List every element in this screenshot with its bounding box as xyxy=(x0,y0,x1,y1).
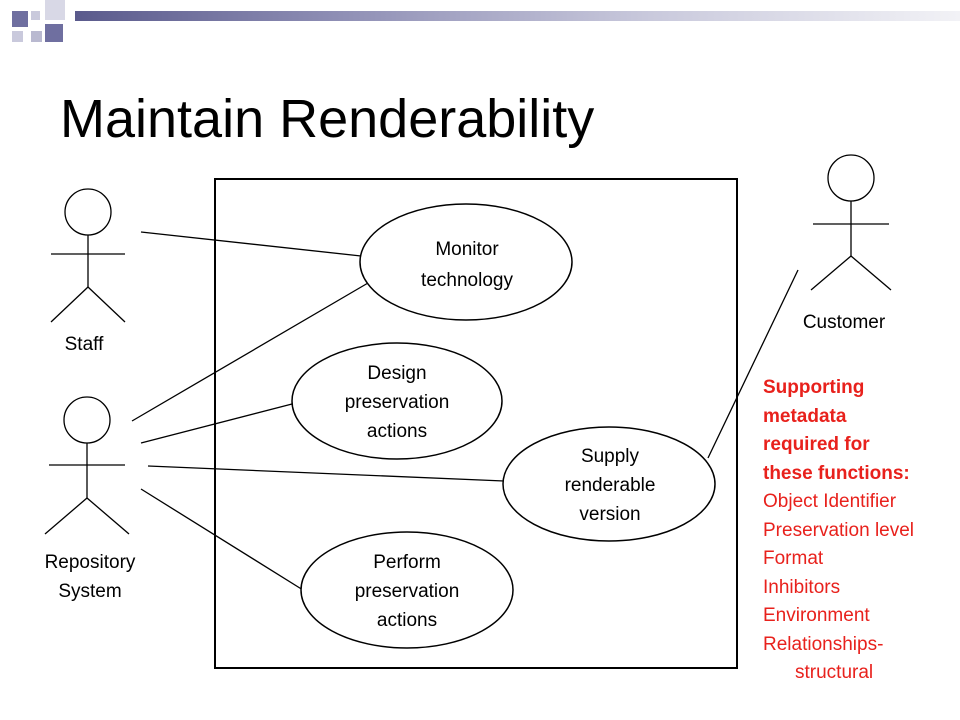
actor-staff-figure xyxy=(50,188,126,323)
use-case-design-line2: preservation xyxy=(345,392,450,413)
use-case-design-line1: Design xyxy=(367,363,426,384)
use-case-perform-line2: preservation xyxy=(355,581,460,602)
line-repo-perform xyxy=(140,488,304,591)
notes-item-preservation-level: Preservation level xyxy=(763,519,915,541)
notes-item-object-identifier: Object Identifier xyxy=(763,491,897,512)
use-case-design: Design preservation actions xyxy=(291,342,503,460)
association-lines xyxy=(131,231,799,591)
use-case-perform-shape xyxy=(300,531,514,649)
actor-customer-head xyxy=(827,154,875,202)
line-staff-monitor xyxy=(140,231,362,257)
line-repo-design xyxy=(140,403,293,444)
notes-item-relationships: Relationships- xyxy=(763,633,884,655)
use-case-monitor-line1: Monitor xyxy=(435,239,499,260)
use-case-design-line3: actions xyxy=(367,421,427,442)
actor-customer-figure xyxy=(810,154,892,291)
notes-heading-line3: required for xyxy=(763,434,870,455)
use-case-design-shape xyxy=(291,342,503,460)
actor-repository-label-line1: Repository xyxy=(45,552,136,573)
use-case-monitor: Monitor technology xyxy=(359,203,573,321)
use-case-perform-line1: Perform xyxy=(373,552,441,573)
use-case-monitor-line2: technology xyxy=(421,270,513,291)
notes-item-inhibitors: Inhibitors xyxy=(763,576,841,598)
actor-repository-figure xyxy=(44,396,130,535)
notes-item-structural: structural xyxy=(795,662,874,683)
line-repo-monitor xyxy=(131,282,369,422)
supporting-metadata-notes: Supporting metadata required for these f… xyxy=(763,374,958,688)
notes-item-environment: Environment xyxy=(763,605,870,626)
notes-heading-line1: Supporting xyxy=(763,377,865,398)
page-title: Maintain Renderability xyxy=(60,89,595,149)
use-case-perform-line3: actions xyxy=(377,610,437,631)
use-case-supply-shape xyxy=(502,426,716,542)
title-bar-gradient xyxy=(75,11,960,21)
line-repo-supply xyxy=(147,465,505,482)
use-case-supply-line2: renderable xyxy=(565,475,656,496)
use-case-monitor-shape xyxy=(359,203,573,321)
actor-repository-label-line2: System xyxy=(58,581,121,602)
actor-staff-head xyxy=(64,188,112,236)
use-case-supply-line3: version xyxy=(579,504,640,525)
actor-customer-label: Customer xyxy=(803,312,886,333)
line-customer-supply xyxy=(707,269,799,459)
actor-repository-head xyxy=(63,396,111,444)
use-case-supply: Supply renderable version xyxy=(502,426,716,542)
notes-heading-line4: these functions: xyxy=(763,462,910,484)
notes-item-format: Format xyxy=(763,548,824,569)
use-case-supply-line1: Supply xyxy=(581,446,640,467)
actor-staff-label: Staff xyxy=(65,334,104,355)
use-case-perform: Perform preservation actions xyxy=(300,531,514,649)
notes-heading-line2: metadata xyxy=(763,405,847,427)
